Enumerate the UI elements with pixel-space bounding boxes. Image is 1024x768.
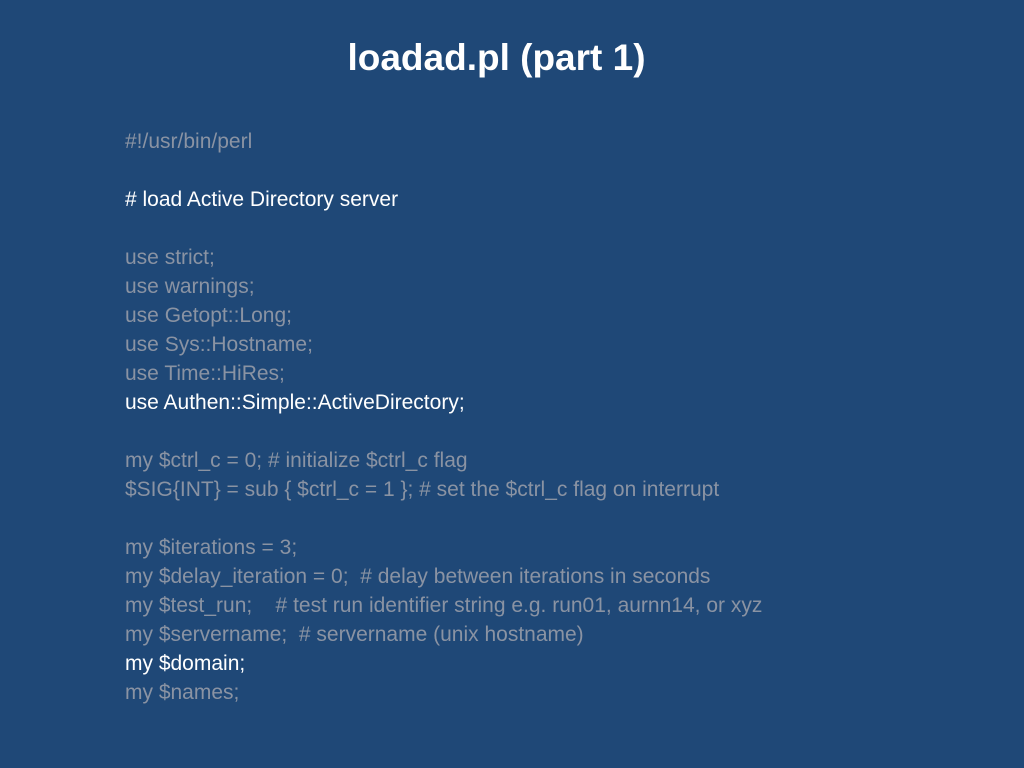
code-line — [125, 156, 1005, 185]
slide-title: loadad.pl (part 1) — [347, 37, 646, 78]
code-line: use Time::HiRes; — [125, 362, 285, 385]
code-line: use Getopt::Long; — [125, 304, 292, 327]
code-line: use Sys::Hostname; — [125, 333, 313, 356]
code-line: use strict; — [125, 246, 215, 269]
code-line: #!/usr/bin/perl — [125, 130, 253, 153]
code-line: my $domain; — [125, 652, 246, 675]
code-line — [125, 214, 1005, 243]
code-line: my $names; — [125, 681, 240, 704]
code-line — [125, 417, 1005, 446]
code-line: $SIG{INT} = sub { $ctrl_c = 1 }; # set t… — [125, 478, 720, 501]
code-line: my $delay_iteration = 0; # delay between… — [125, 565, 711, 588]
code-line: my $iterations = 3; — [125, 536, 298, 559]
code-line — [125, 504, 1005, 533]
code-listing: #!/usr/bin/perl # load Active Directory … — [125, 127, 1005, 707]
code-line: use Authen::Simple::ActiveDirectory; — [125, 391, 465, 414]
code-line: my $test_run; # test run identifier stri… — [125, 594, 763, 617]
code-line: # load Active Directory server — [125, 188, 399, 211]
code-line: use warnings; — [125, 275, 255, 298]
code-line: my $ctrl_c = 0; # initialize $ctrl_c fla… — [125, 449, 468, 472]
code-line: my $servername; # servername (unix hostn… — [125, 623, 584, 646]
